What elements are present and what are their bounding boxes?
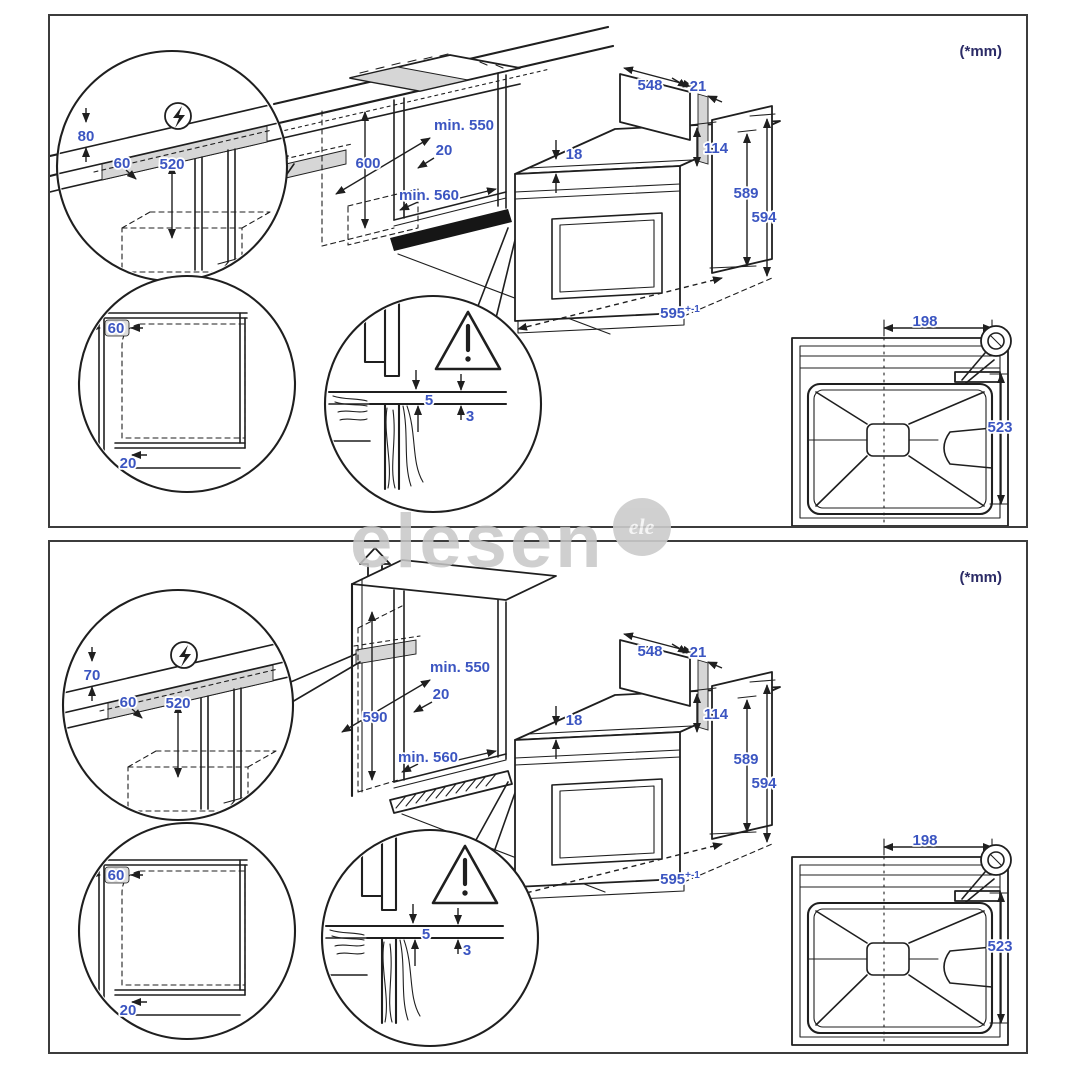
dim-plinth-recess: 20 (120, 1002, 137, 1019)
dim-rear-depth: 523 (987, 938, 1012, 955)
dim-niche-height: 590 (362, 709, 387, 726)
dim-rear-depth: 523 (987, 419, 1012, 436)
dim-height-594: 594 (751, 775, 777, 792)
dim-front-width: 595+-1 (660, 870, 700, 888)
dim-front-gap: 20 (436, 142, 453, 159)
dim-back-width: 548 (637, 643, 662, 660)
dim-rear-panel-height: 114 (704, 140, 729, 157)
dim-corner-clearance: 60 (108, 867, 125, 884)
dim-side-gap: 60 (114, 155, 131, 172)
units-label: (*mm) (959, 569, 1002, 586)
watermark-text: elesen (350, 499, 605, 584)
dim-min-depth: min. 550 (430, 659, 490, 676)
dim-top-recess: 18 (566, 146, 583, 163)
dim-bracket-offset: 198 (912, 832, 937, 849)
dim-rear-panel-height: 114 (704, 706, 729, 723)
column-scene (285, 547, 606, 893)
cabinet-detail-circle (79, 823, 295, 1039)
watermark: elesen ele (350, 492, 671, 580)
dim-depth-520: 520 (159, 156, 184, 173)
dim-back-width: 548 (637, 77, 662, 94)
niche (321, 72, 611, 335)
dim-min-width: min. 560 (398, 749, 458, 766)
dim-gap-below: 3 (463, 942, 471, 959)
installation-panel-column: (*mm) 70 60 520 590 min. 550 20 min. 560… (48, 540, 1028, 1054)
rear-view (792, 320, 1011, 526)
installation-panel-countertop: (*mm) 80 60 520 600 min. 550 20 min. 560… (48, 14, 1028, 528)
dim-niche-height: 600 (355, 155, 380, 172)
diagram-canvas-bottom: (*mm) 70 60 520 590 min. 550 20 min. 560… (50, 547, 1014, 1052)
dim-bracket-offset: 198 (912, 313, 937, 330)
cabinet-detail-circle (79, 276, 295, 492)
dim-top-gap: 70 (84, 667, 101, 684)
dim-gap-above: 5 (422, 926, 430, 943)
dim-min-depth: min. 550 (434, 117, 494, 134)
rear-view (792, 839, 1011, 1045)
watermark-badge-text: ele (628, 514, 655, 539)
dim-plinth-recess: 20 (120, 455, 137, 472)
dim-rear-gap: 21 (690, 78, 707, 95)
dim-top-recess: 18 (566, 712, 583, 729)
units-label: (*mm) (959, 43, 1002, 60)
dim-front-width: 595+-1 (660, 304, 700, 322)
dim-top-gap: 80 (78, 128, 95, 145)
dim-front-gap: 20 (433, 686, 450, 703)
dim-height-589: 589 (733, 185, 758, 202)
diagram-canvas-top: (*mm) 80 60 520 600 min. 550 20 min. 560… (50, 25, 1014, 526)
dim-rear-gap: 21 (690, 644, 707, 661)
dim-height-589: 589 (733, 751, 758, 768)
dim-gap-above: 5 (425, 392, 433, 409)
dim-corner-clearance: 60 (108, 320, 125, 337)
dim-height-594: 594 (751, 209, 777, 226)
dim-min-width: min. 560 (399, 187, 459, 204)
dim-depth-520: 520 (165, 695, 190, 712)
dim-side-gap: 60 (120, 694, 137, 711)
anti-tilt-strip (390, 209, 512, 251)
watermark-badge: ele (612, 498, 671, 556)
dim-gap-below: 3 (466, 408, 474, 425)
